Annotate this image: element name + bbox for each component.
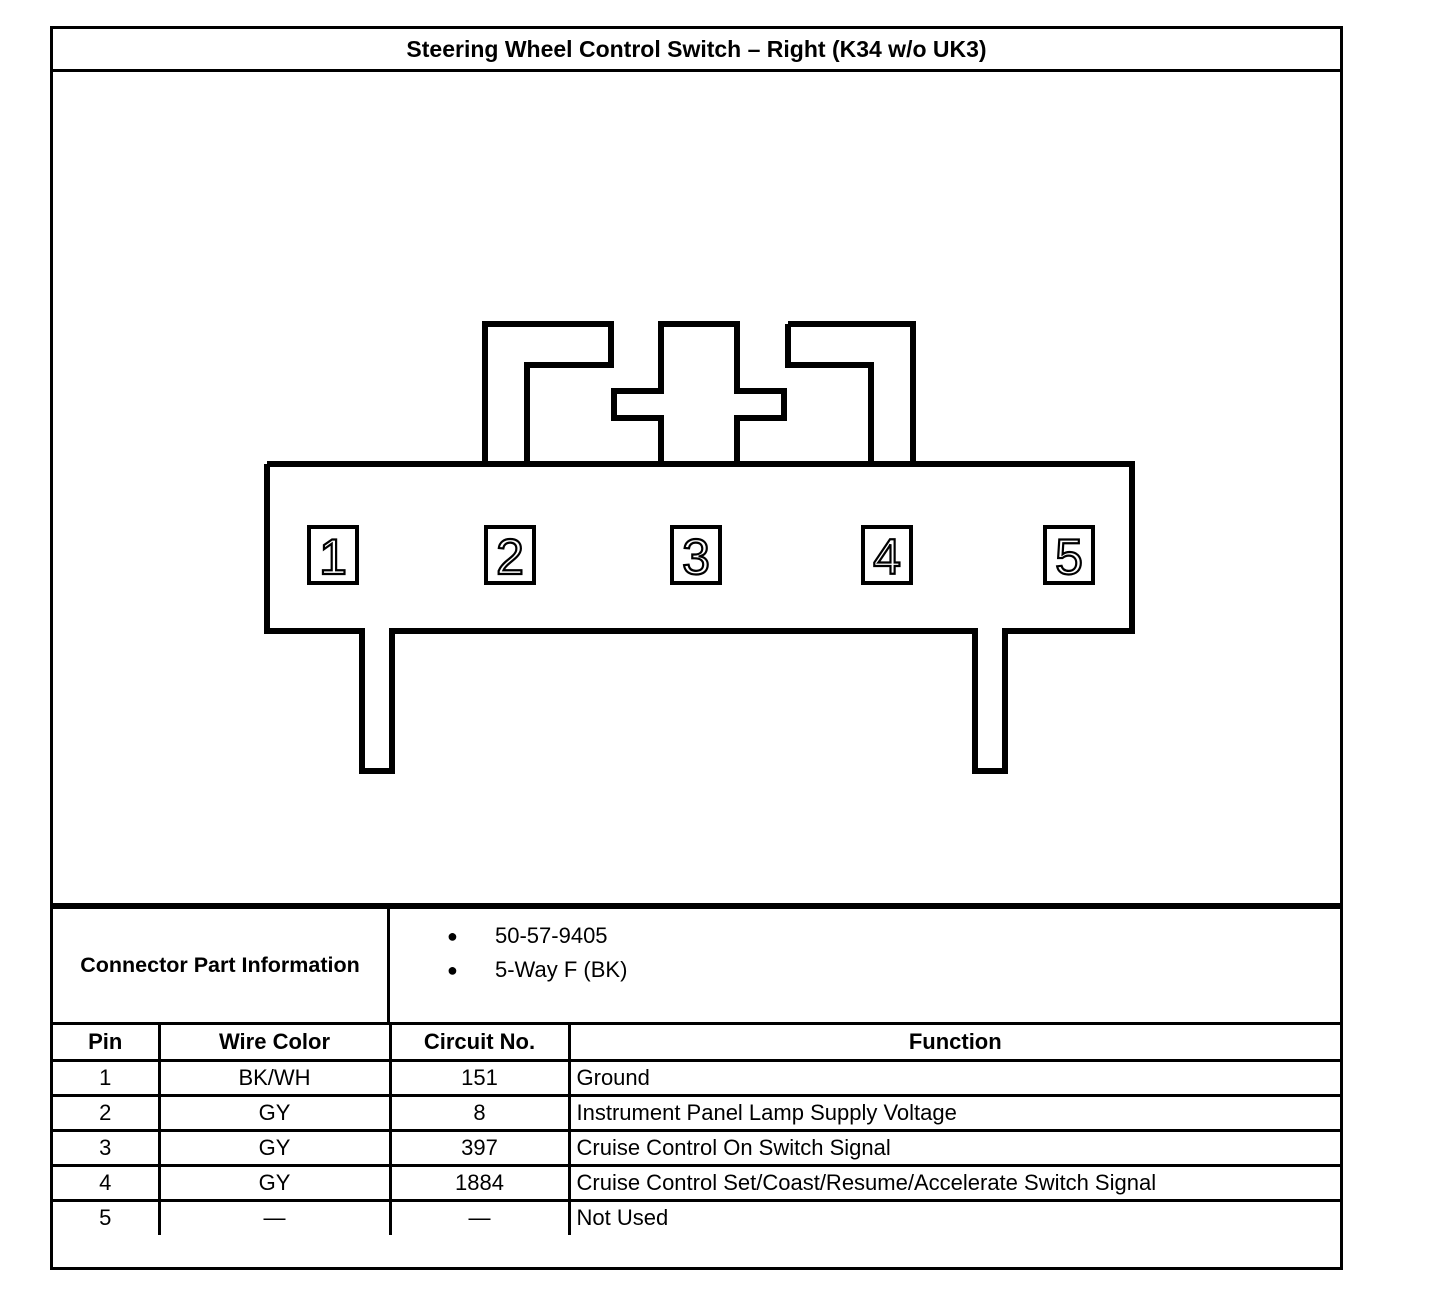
pin-markers: 1 2 3 4 5 bbox=[307, 525, 1095, 586]
connector-info-label: Connector Part Information bbox=[53, 909, 390, 1022]
pin-cavity-1 bbox=[307, 525, 359, 585]
cell-pin: 4 bbox=[53, 1163, 161, 1202]
page-title: Steering Wheel Control Switch – Right (K… bbox=[53, 29, 1340, 72]
table-row: 1 BK/WH 151 Ground bbox=[53, 1058, 1340, 1097]
pin-cavity-3 bbox=[670, 525, 722, 585]
center-key-outline bbox=[611, 321, 787, 464]
cell-function: Ground bbox=[567, 1058, 1340, 1097]
pin-number-4: 4 bbox=[873, 529, 901, 585]
cell-function: Cruise Control On Switch Signal bbox=[567, 1128, 1340, 1167]
pin-number-2: 2 bbox=[496, 529, 524, 585]
connector-body-outline bbox=[264, 461, 1135, 774]
cell-wire-color: GY bbox=[157, 1128, 392, 1167]
cell-pin: 5 bbox=[53, 1198, 161, 1235]
header-circuit-no: Circuit No. bbox=[388, 1025, 571, 1062]
pin-number-5: 5 bbox=[1055, 529, 1083, 585]
right-latch-outline bbox=[785, 321, 916, 467]
part-number: 50-57-9405 bbox=[495, 923, 608, 948]
connector-type: 5-Way F (BK) bbox=[495, 957, 628, 982]
left-latch-outline bbox=[482, 321, 614, 464]
cell-pin: 1 bbox=[53, 1058, 161, 1097]
pin-cavity-5 bbox=[1043, 525, 1095, 585]
header-wire-color: Wire Color bbox=[157, 1025, 392, 1062]
cell-circuit-no: — bbox=[388, 1198, 571, 1235]
cell-wire-color: BK/WH bbox=[157, 1058, 392, 1097]
cell-pin: 2 bbox=[53, 1093, 161, 1132]
cell-function: Not Used bbox=[567, 1198, 1340, 1235]
cell-circuit-no: 8 bbox=[388, 1093, 571, 1132]
list-item: ● 50-57-9405 bbox=[390, 919, 1340, 953]
connector-info-list: ● 50-57-9405 ● 5-Way F (BK) bbox=[390, 909, 1340, 1022]
connector-part-info: Connector Part Information ● 50-57-9405 … bbox=[53, 906, 1340, 1025]
pin-number-1: 1 bbox=[319, 529, 347, 585]
pin-cavity-2 bbox=[484, 525, 536, 585]
pin-number-3: 3 bbox=[682, 529, 710, 585]
cell-circuit-no: 1884 bbox=[388, 1163, 571, 1202]
cell-wire-color: GY bbox=[157, 1093, 392, 1132]
cell-circuit-no: 151 bbox=[388, 1058, 571, 1097]
cell-function: Cruise Control Set/Coast/Resume/Accelera… bbox=[567, 1163, 1340, 1202]
table-row: 5 — — Not Used bbox=[53, 1198, 1340, 1235]
cell-wire-color: — bbox=[157, 1198, 392, 1235]
list-item: ● 5-Way F (BK) bbox=[390, 953, 1340, 987]
table-row: 3 GY 397 Cruise Control On Switch Signal bbox=[53, 1128, 1340, 1167]
pinout-table: Pin Wire Color Circuit No. Function 1 BK… bbox=[53, 1025, 1340, 1235]
header-function: Function bbox=[567, 1025, 1340, 1062]
cell-function: Instrument Panel Lamp Supply Voltage bbox=[567, 1093, 1340, 1132]
cell-pin: 3 bbox=[53, 1128, 161, 1167]
table-row: 4 GY 1884 Cruise Control Set/Coast/Resum… bbox=[53, 1163, 1340, 1202]
connector-diagram-area: 1 2 3 4 5 bbox=[53, 72, 1340, 906]
bullet-icon: ● bbox=[447, 926, 458, 946]
cell-circuit-no: 397 bbox=[388, 1128, 571, 1167]
header-pin: Pin bbox=[53, 1025, 161, 1062]
connector-diagram: 1 2 3 4 5 bbox=[264, 321, 1135, 774]
cell-wire-color: GY bbox=[157, 1163, 392, 1202]
table-header-row: Pin Wire Color Circuit No. Function bbox=[53, 1025, 1340, 1062]
bullet-icon: ● bbox=[447, 960, 458, 980]
table-row: 2 GY 8 Instrument Panel Lamp Supply Volt… bbox=[53, 1093, 1340, 1132]
pin-cavity-4 bbox=[861, 525, 913, 585]
connector-sheet: Steering Wheel Control Switch – Right (K… bbox=[50, 26, 1343, 1270]
